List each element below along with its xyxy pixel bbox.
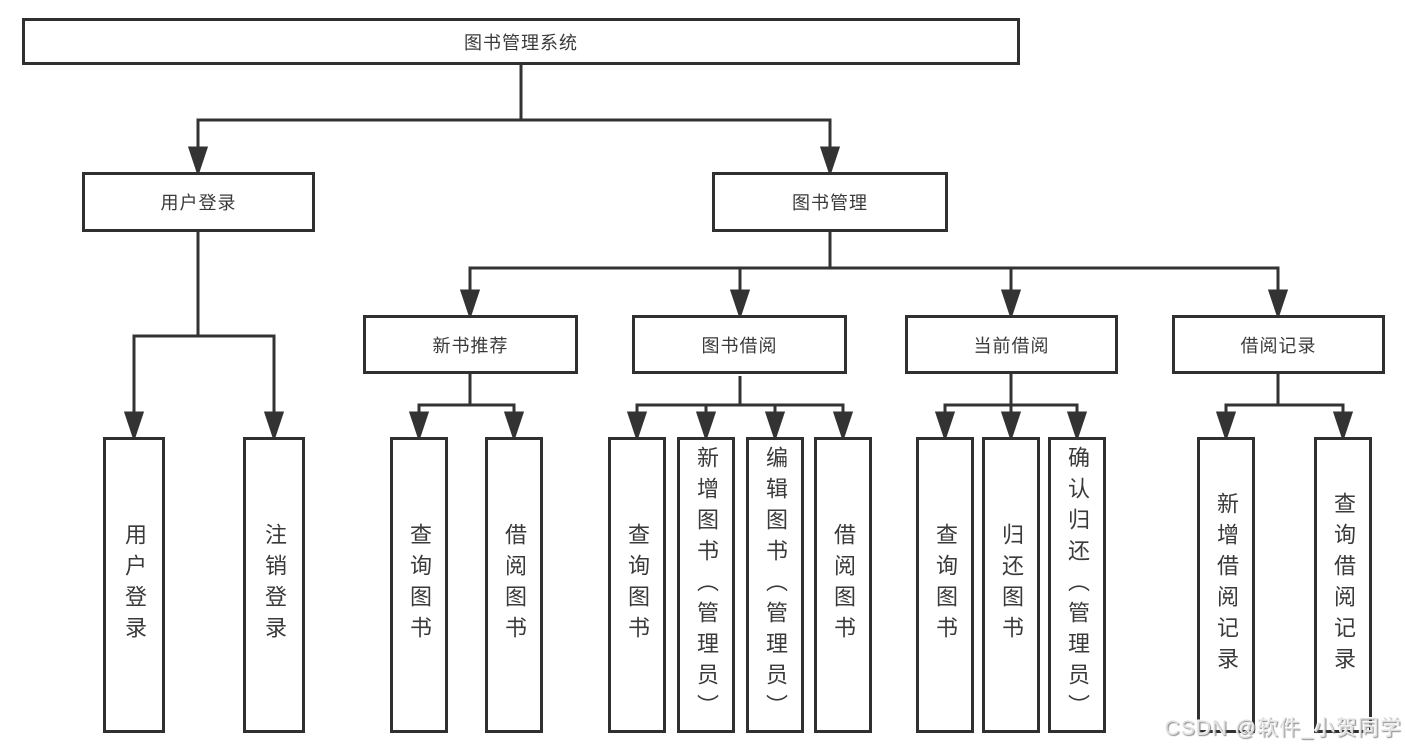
leaf-borrow-books: 借阅图书 (814, 437, 872, 733)
leaf-logout: 注销登录 (243, 437, 305, 733)
leaf-query-books-borrow: 查询图书 (608, 437, 666, 733)
node-root-system: 图书管理系统 (22, 18, 1020, 65)
node-borrow-records: 借阅记录 (1172, 315, 1385, 374)
node-user-login: 用户登录 (82, 172, 315, 232)
leaf-confirm-return-admin: 确认归还（管理员） (1048, 437, 1106, 733)
leaf-add-book-admin: 新增图书（管理员） (677, 437, 735, 733)
leaf-add-borrow-record: 新增借阅记录 (1197, 437, 1255, 733)
leaf-query-books-recommend: 查询图书 (390, 437, 448, 733)
leaf-query-books-current: 查询图书 (916, 437, 974, 733)
leaf-borrow-books-recommend: 借阅图书 (485, 437, 543, 733)
node-current-borrow: 当前借阅 (905, 315, 1118, 374)
leaf-user-login: 用户登录 (103, 437, 165, 733)
leaf-edit-book-admin: 编辑图书（管理员） (746, 437, 804, 733)
leaf-query-borrow-record: 查询借阅记录 (1314, 437, 1372, 733)
node-book-management: 图书管理 (712, 172, 948, 232)
node-new-book-recommend: 新书推荐 (363, 315, 578, 374)
node-book-borrow: 图书借阅 (632, 315, 847, 374)
leaf-return-books: 归还图书 (982, 437, 1040, 733)
